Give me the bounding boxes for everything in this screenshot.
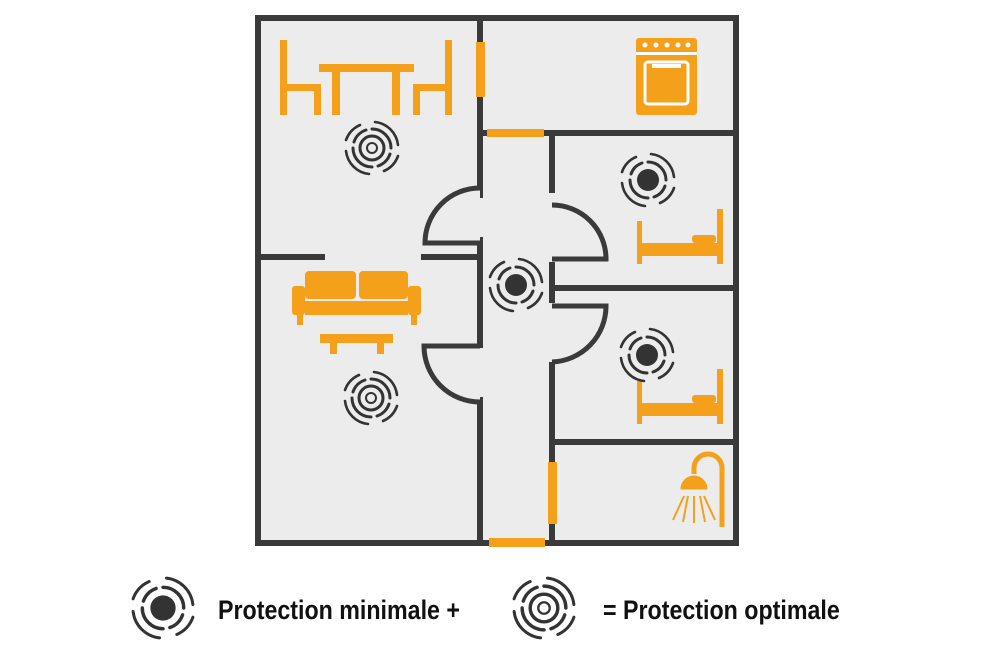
windows	[476, 42, 557, 547]
smoke-detector-filled-icon	[620, 152, 676, 208]
stove-icon	[636, 38, 697, 115]
shower-icon	[672, 451, 725, 527]
legend-minimal-icon	[131, 576, 195, 640]
dining-table-icon	[280, 40, 452, 115]
legend-minimal-label: Protection minimale +	[218, 595, 460, 625]
door-swings	[421, 185, 609, 405]
smoke-detector-filled-icon	[488, 257, 544, 313]
sofa-icon	[292, 271, 421, 354]
legend-optimal-icon	[512, 576, 576, 640]
smoke-detector-filled-icon	[619, 327, 675, 383]
legend-optimal-label: = Protection optimale	[603, 595, 840, 625]
